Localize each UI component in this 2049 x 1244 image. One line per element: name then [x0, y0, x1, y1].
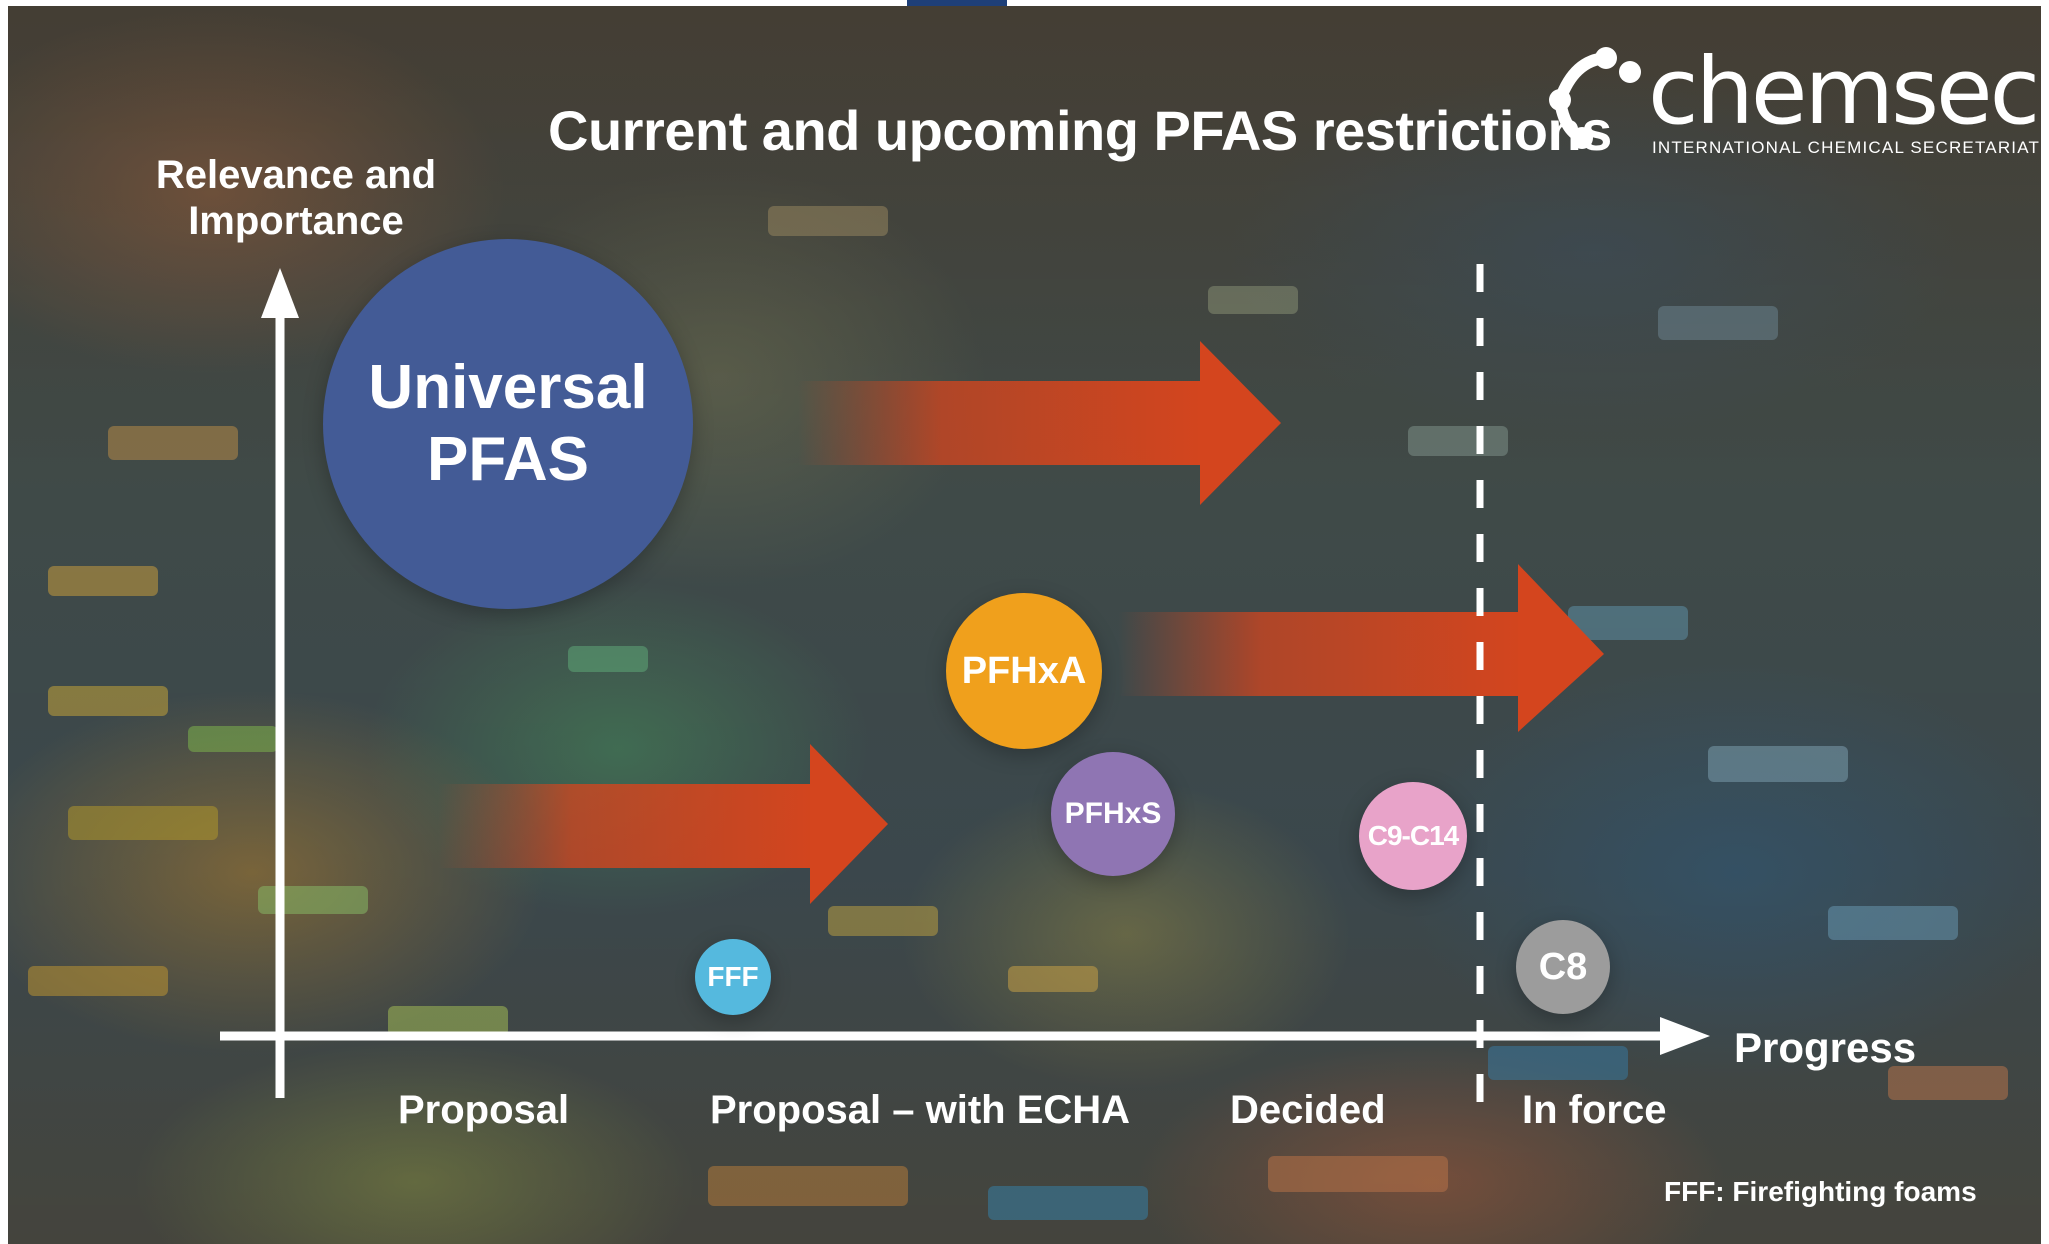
chemsec-logo-icon: [1549, 47, 1641, 149]
stage-proposal-with-echa: Proposal – with ECHA: [710, 1088, 1131, 1132]
logo-subtitle: INTERNATIONAL CHEMICAL SECRETARIAT: [1652, 138, 2041, 157]
y-axis-label-line2: Importance: [188, 199, 404, 243]
stage-proposal: Proposal: [398, 1088, 570, 1132]
footnote: FFF: Firefighting foams: [1664, 1176, 1977, 1207]
x-axis-label: Progress: [1734, 1024, 1917, 1071]
bubble-c8: C8: [1516, 920, 1610, 1014]
bubble-pfhxs: PFHxS: [1051, 752, 1175, 876]
stage-in-force: In force: [1522, 1088, 1667, 1132]
diagram-title: Current and upcoming PFAS restrictions: [548, 99, 1612, 162]
y-axis-label: Relevance and Importance: [136, 152, 456, 244]
slide: Current and upcoming PFAS restrictions R…: [8, 6, 2041, 1244]
bubble-fff: FFF: [695, 939, 771, 1015]
arrow-fff: [438, 744, 888, 904]
bubble-universal-line2: PFAS: [427, 425, 589, 494]
top-accent-bar: [907, 0, 1007, 6]
y-axis-label-line1: Relevance and: [155, 153, 437, 197]
bubble-universal-pfas: Universal PFAS: [323, 239, 693, 609]
chemsec-logo: chemsec INTERNATIONAL CHEMICAL SECRETARI…: [1544, 38, 2040, 162]
bubble-universal-line1: Universal: [368, 353, 648, 422]
y-axis: [261, 268, 299, 1098]
diagram-graphics: [220, 264, 1710, 1128]
bubble-pfhxa: PFHxA: [946, 593, 1102, 749]
x-axis: [220, 1017, 1710, 1055]
bubble-c9-c14: C9-C14: [1359, 782, 1467, 890]
arrow-universal-pfas: [798, 341, 1281, 505]
logo-wordmark: chemsec: [1648, 38, 2040, 145]
stage-decided: Decided: [1230, 1088, 1386, 1132]
arrow-pfhxa: [1118, 564, 1604, 732]
